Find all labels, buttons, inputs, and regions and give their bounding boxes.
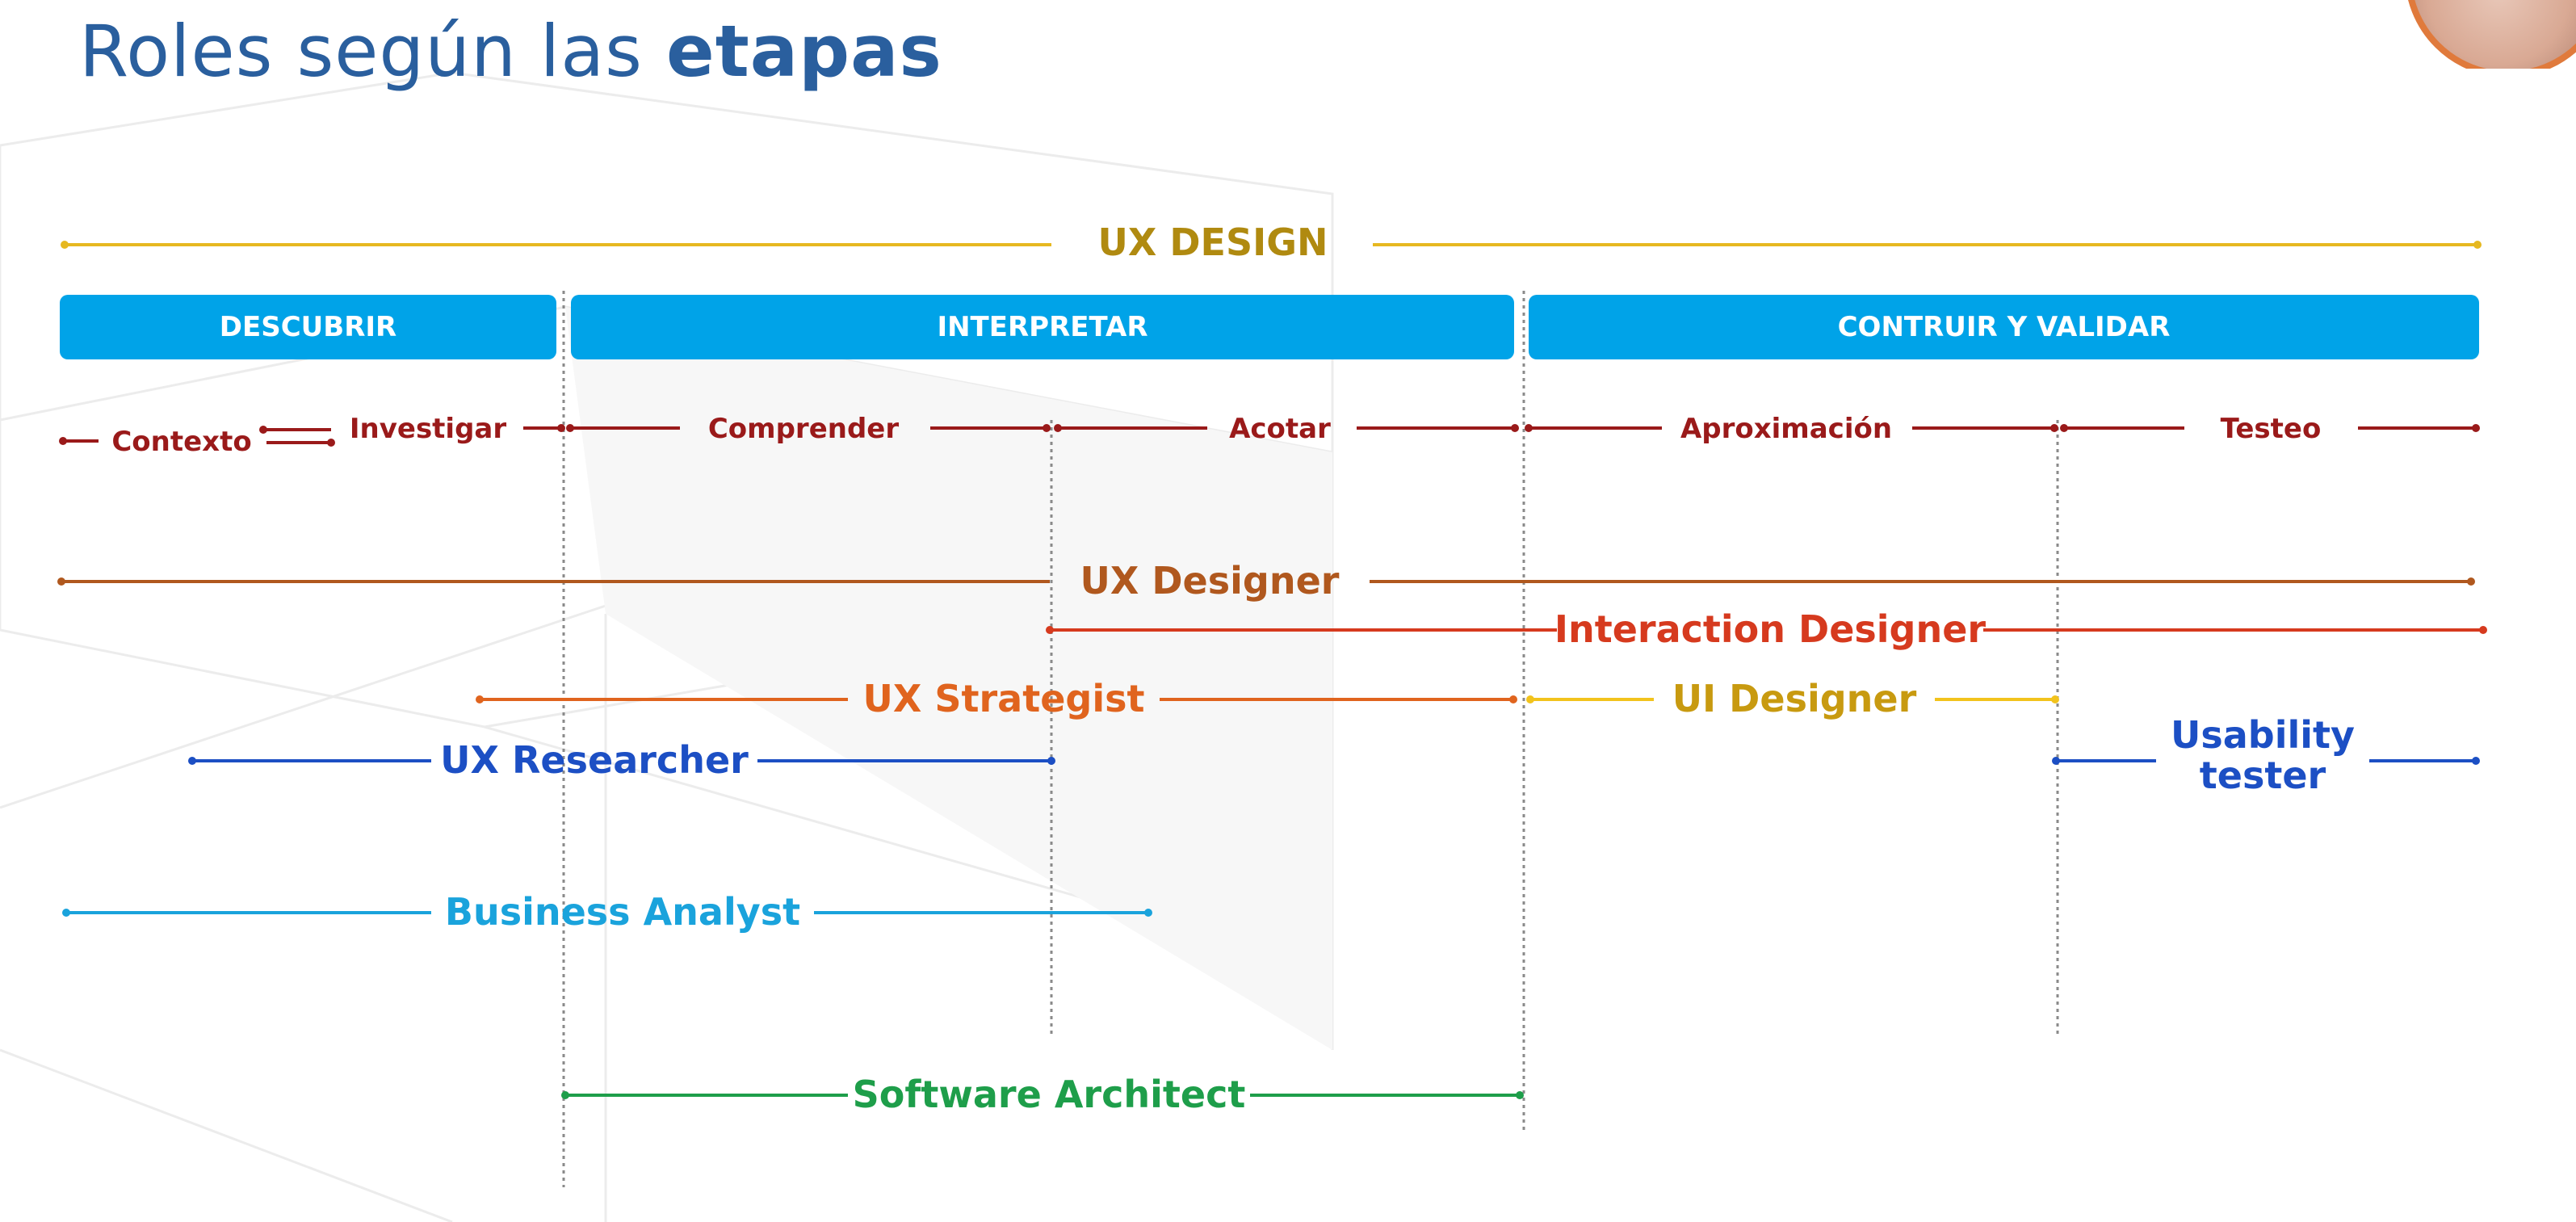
role-interaction-designer-start-marker	[1046, 626, 1054, 634]
title-normal: Roles según las	[79, 10, 644, 93]
phase-descubrir: DESCUBRIR	[60, 295, 556, 359]
phase-interpretar: INTERPRETAR	[571, 295, 1514, 359]
step-contexto-label: Contexto	[111, 426, 251, 458]
step-investigar-end-marker	[557, 424, 565, 432]
role-interaction-designer-label: Interaction Designer	[1554, 607, 1987, 651]
role-usability-tester-label-line: tester	[2200, 754, 2326, 797]
role-ui-designer-end-marker	[2051, 695, 2059, 703]
role-ux-designer-label: UX Designer	[1080, 559, 1340, 603]
step-comprender-start-marker	[566, 424, 574, 432]
step-testeo-start-marker	[2060, 424, 2068, 432]
step-aproximacion-start-marker	[1525, 424, 1533, 432]
role-business-analyst-end-marker	[1144, 909, 1152, 917]
step-contexto-double-marker	[259, 426, 267, 434]
role-ux-researcher-label: UX Researcher	[440, 738, 749, 782]
role-usability-tester-start-marker	[2052, 757, 2060, 765]
step-investigar-label: Investigar	[350, 413, 507, 445]
role-ux-strategist-label: UX Strategist	[863, 677, 1145, 720]
role-usability-tester-end-marker	[2472, 757, 2480, 765]
role-business-analyst-label: Business Analyst	[445, 890, 800, 934]
step-testeo-label: Testeo	[2221, 413, 2322, 445]
step-testeo-end-marker	[2472, 424, 2480, 432]
step-acotar-end-marker	[1511, 424, 1519, 432]
role-software-architect-label: Software Architect	[853, 1073, 1246, 1116]
role-ui-designer-start-marker	[1526, 695, 1534, 703]
role-business-analyst-start-marker	[62, 909, 70, 917]
step-comprender-label: Comprender	[708, 413, 900, 445]
slide-title: Roles según las etapas	[79, 10, 942, 93]
ux-design-end-marker	[2473, 241, 2482, 249]
presenter-avatar	[2405, 0, 2576, 69]
role-ux-strategist-end-marker	[1509, 695, 1517, 703]
role-software-architect-end-marker	[1516, 1091, 1524, 1099]
role-ux-researcher-start-marker	[188, 757, 196, 765]
step-contexto-marker	[59, 437, 67, 445]
step-aproximacion-end-marker	[2050, 424, 2058, 432]
role-interaction-designer-end-marker	[2479, 626, 2487, 634]
step-contexto-end-marker	[327, 439, 335, 447]
step-acotar-start-marker	[1054, 424, 1062, 432]
step-acotar-label: Acotar	[1229, 413, 1331, 445]
title-bold: etapas	[666, 10, 942, 93]
role-ux-designer-start-marker	[57, 577, 65, 586]
ux-design-label: UX DESIGN	[1098, 220, 1328, 264]
role-ux-researcher-end-marker	[1047, 757, 1055, 765]
step-comprender-end-marker	[1043, 424, 1051, 432]
role-ux-strategist-start-marker	[476, 695, 484, 703]
role-usability-tester-label-line: Usability	[2171, 713, 2355, 757]
step-aproximacion-label: Aproximación	[1680, 413, 1892, 445]
role-ux-designer-end-marker	[2467, 577, 2475, 586]
role-software-architect-start-marker	[561, 1091, 569, 1099]
ux-design-start-marker	[61, 241, 69, 249]
role-ui-designer-label: UI Designer	[1672, 677, 1917, 720]
phase-construir-validar: CONTRUIR Y VALIDAR	[1529, 295, 2479, 359]
presenter-webcam	[2390, 0, 2576, 69]
